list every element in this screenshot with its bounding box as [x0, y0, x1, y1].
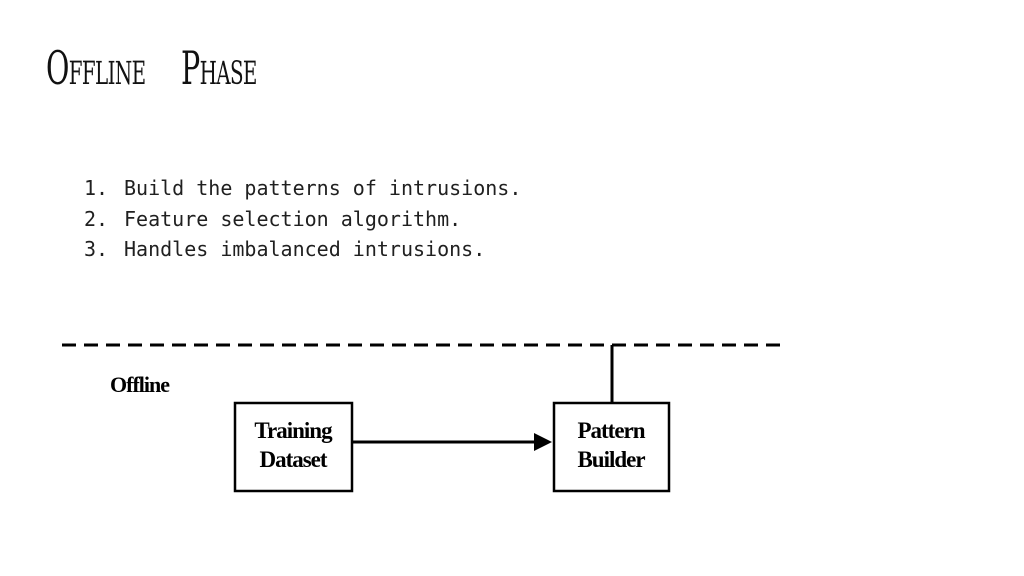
bullet-number: 3. [84, 237, 109, 261]
section-label-offline: Offline [110, 372, 170, 397]
bullet-number: 1. [84, 176, 109, 200]
node-box [552, 401, 671, 493]
bullet-item: 3. Handles imbalanced intrusions. [84, 234, 521, 265]
offline-diagram: Offline Training Dataset Pattern Builder [58, 330, 798, 505]
node-pattern-builder: Pattern Builder [552, 401, 671, 493]
node-label-line-1: Pattern [577, 418, 645, 443]
bullet-text: Handles imbalanced intrusions. [124, 237, 486, 261]
slide-title-word-1: Offline [46, 41, 146, 95]
node-label-line-2: Dataset [259, 447, 327, 472]
node-box [233, 401, 354, 493]
bullet-item: 1. Build the patterns of intrusions. [84, 173, 521, 204]
slide-title: Offline Phase [46, 40, 281, 98]
bullet-text: Build the patterns of intrusions. [124, 176, 522, 200]
node-label-line-2: Builder [577, 447, 645, 472]
node-training-dataset: Training Dataset [233, 401, 354, 493]
diagram-canvas: Offline Training Dataset Pattern Builder [62, 343, 788, 493]
arrow-head-icon [534, 433, 552, 451]
bullet-number: 2. [84, 206, 109, 231]
bullet-list: 1. Build the patterns of intrusions. 2. Fe… [84, 173, 521, 265]
node-label-line-1: Training [254, 418, 333, 443]
edge-training-to-pattern [352, 433, 552, 451]
bullet-item: 2. Feature selection algorithm. [84, 204, 521, 235]
bullet-text: Feature selection algorithm. [124, 206, 462, 231]
slide-title-word-2: Phase [180, 41, 257, 95]
